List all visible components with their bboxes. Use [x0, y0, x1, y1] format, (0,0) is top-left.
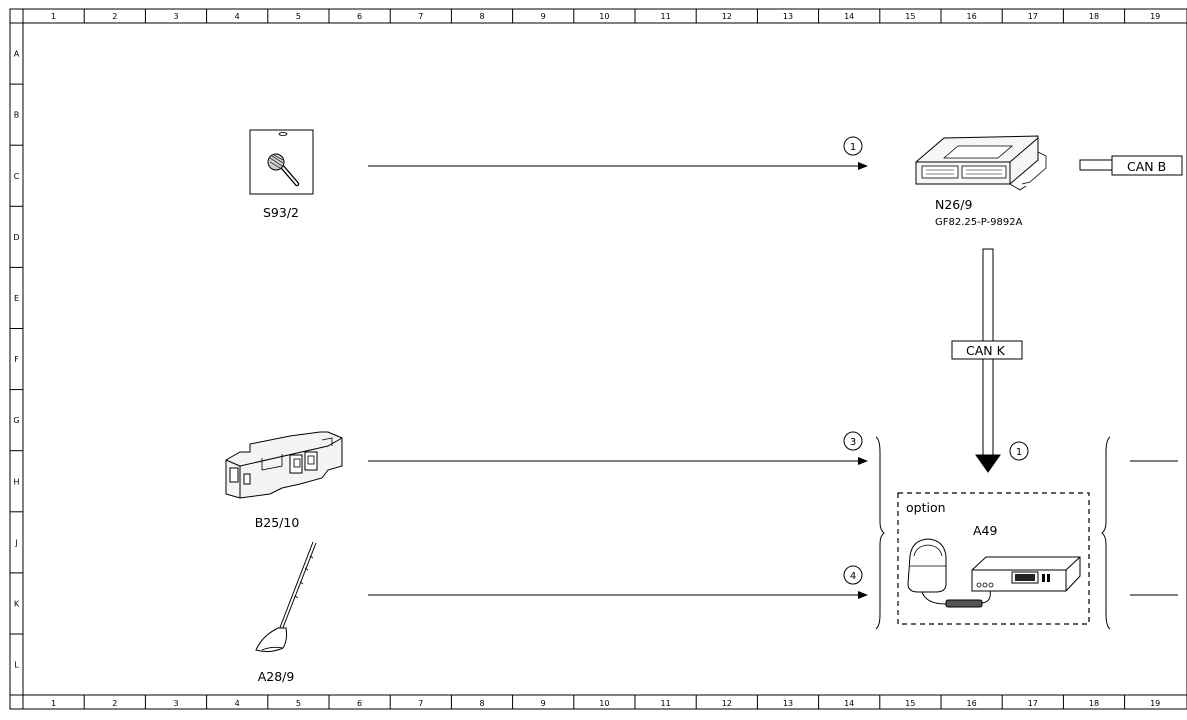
ruler-top-label-15: 15 [905, 12, 915, 21]
can-k-label: CAN K [966, 343, 1006, 358]
ruler-bottom-label-7: 7 [418, 699, 423, 708]
n26-9-label: N26/9 [935, 197, 972, 212]
a49-cable-icon [945, 589, 991, 608]
a49-dashed-frame [897, 492, 1090, 625]
ruler-top-label-4: 4 [235, 12, 240, 21]
s93-2-label: S93/2 [263, 205, 299, 220]
a49-option-label: option [906, 500, 946, 515]
signal-marker-3: 3 [843, 431, 863, 451]
ruler-top-label-18: 18 [1089, 12, 1099, 21]
ruler-bottom-label-13: 13 [783, 699, 793, 708]
ruler-top-label-8: 8 [479, 12, 484, 21]
signal-number-1: 1 [850, 142, 856, 153]
ruler-bottom-label-12: 12 [722, 699, 732, 708]
ruler-top-label-10: 10 [599, 12, 609, 21]
ruler-top-label-16: 16 [967, 12, 977, 21]
ruler-top-label-5: 5 [296, 12, 301, 21]
ruler-top-label-9: 9 [541, 12, 546, 21]
ruler-left-label-H: H [13, 477, 19, 486]
ruler-left-label-C: C [14, 172, 20, 181]
key-icon [267, 132, 300, 187]
ruler-top-label-7: 7 [418, 12, 423, 21]
ruler-top-label-12: 12 [722, 12, 732, 21]
ruler-bottom-label-19: 19 [1150, 699, 1160, 708]
ruler-top-label-3: 3 [173, 12, 178, 21]
signal-number-4: 4 [850, 571, 856, 582]
ruler-top-label-13: 13 [783, 12, 793, 21]
ruler-bottom-label-6: 6 [357, 699, 362, 708]
ruler-top-label-1: 1 [51, 12, 56, 21]
brace-right [1101, 436, 1111, 630]
ruler-top-label-2: 2 [112, 12, 117, 21]
ruler-top-label-19: 19 [1150, 12, 1160, 21]
ruler-left-label-G: G [13, 416, 19, 425]
a49-label: A49 [973, 523, 998, 538]
ruler-top-label-11: 11 [661, 12, 671, 21]
signal-number-3: 3 [850, 437, 856, 448]
ruler-left-label-D: D [13, 233, 19, 242]
s93-2-component[interactable] [249, 129, 314, 195]
ruler-bottom-label-15: 15 [905, 699, 915, 708]
signal-marker-4: 4 [843, 565, 863, 585]
b25-10-component[interactable] [225, 431, 343, 499]
ruler-bottom-label-3: 3 [173, 699, 178, 708]
can-b-label: CAN B [1127, 159, 1166, 174]
ruler-bottom-label-5: 5 [296, 699, 301, 708]
ruler-bottom-label-17: 17 [1028, 699, 1038, 708]
can-b-bus[interactable]: CAN B [1079, 155, 1183, 176]
ruler-bottom-label-14: 14 [844, 699, 854, 708]
signal-marker-1: 1 [843, 136, 863, 156]
a28-9-label: A28/9 [258, 669, 295, 684]
signal-number-1-bus: 1 [1016, 447, 1022, 458]
frame-outer [9, 8, 1187, 710]
ruler-left-label-L: L [14, 661, 19, 670]
ruler-bottom-label-18: 18 [1089, 699, 1099, 708]
ruler-bottom-label-2: 2 [112, 699, 117, 708]
ruler-left-label-K: K [14, 599, 20, 608]
ruler-left-label-A: A [14, 50, 20, 59]
ruler-top-label-6: 6 [357, 12, 362, 21]
ruler-bottom-label-9: 9 [541, 699, 546, 708]
n26-9-component[interactable] [915, 135, 1047, 191]
ruler-bottom-label-1: 1 [51, 699, 56, 708]
a49-receiver-icon [971, 556, 1081, 592]
b25-10-label: B25/10 [255, 515, 300, 530]
ruler-left-label-E: E [14, 294, 19, 303]
ruler-left: A B C D E F G H J K L [10, 22, 23, 670]
ruler-bottom-label-4: 4 [235, 699, 240, 708]
a49-antenna-module-icon [907, 538, 947, 605]
ruler-bottom-label-10: 10 [599, 699, 609, 708]
ruler-left-label-J: J [14, 538, 17, 547]
brace-left [875, 436, 885, 630]
a49-option-box[interactable]: option A49 [897, 492, 1090, 625]
ruler-left-label-F: F [14, 355, 19, 364]
ruler-bottom-label-8: 8 [479, 699, 484, 708]
ruler-left-label-B: B [14, 111, 20, 120]
signal-marker-1-bus: 1 [1009, 441, 1029, 461]
n26-9-ref: GF82.25-P-9892A [935, 217, 1023, 228]
ruler-bottom-label-16: 16 [967, 699, 977, 708]
ruler-top-label-17: 17 [1028, 12, 1038, 21]
can-k-bus[interactable]: CAN K [951, 248, 1023, 473]
a28-9-component[interactable] [255, 541, 317, 653]
ruler-top-label-14: 14 [844, 12, 854, 21]
ruler-bottom-label-11: 11 [661, 699, 671, 708]
